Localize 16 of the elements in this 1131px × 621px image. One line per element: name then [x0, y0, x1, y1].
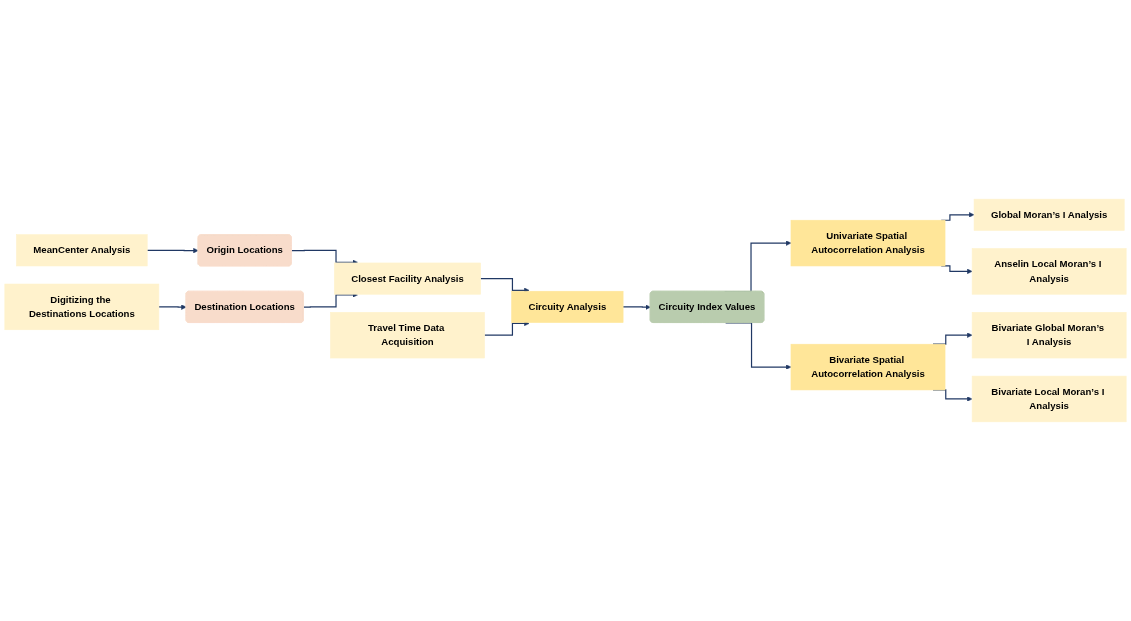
- node-box: Global Moran’s I Analysis: [973, 198, 1125, 231]
- node-box: MeanCenter Analysis: [16, 234, 148, 267]
- node-box: Bivariate Global Moran’s I Analysis: [971, 312, 1127, 359]
- node-box: Bivariate Spatial Autocorrelation Analysis: [790, 343, 946, 391]
- arrow: [483, 320, 530, 336]
- node-box: Univariate Spatial Autocorrelation Analysis: [790, 219, 946, 267]
- arrow: [158, 304, 187, 310]
- node-box: Circuity Analysis: [511, 290, 624, 323]
- node-box: Closest Facility Analysis: [334, 262, 481, 295]
- node-box: Anselin Local Moran’s I Analysis: [971, 248, 1127, 295]
- node-box: Bivariate Local Moran’s I Analysis: [971, 375, 1127, 423]
- node-box: Digitizing the Destinations Locations: [4, 283, 160, 331]
- arrow: [622, 304, 651, 310]
- arrow: [480, 278, 530, 293]
- node-box: Travel Time Data Acquisition: [330, 312, 485, 359]
- arrow: [146, 247, 199, 254]
